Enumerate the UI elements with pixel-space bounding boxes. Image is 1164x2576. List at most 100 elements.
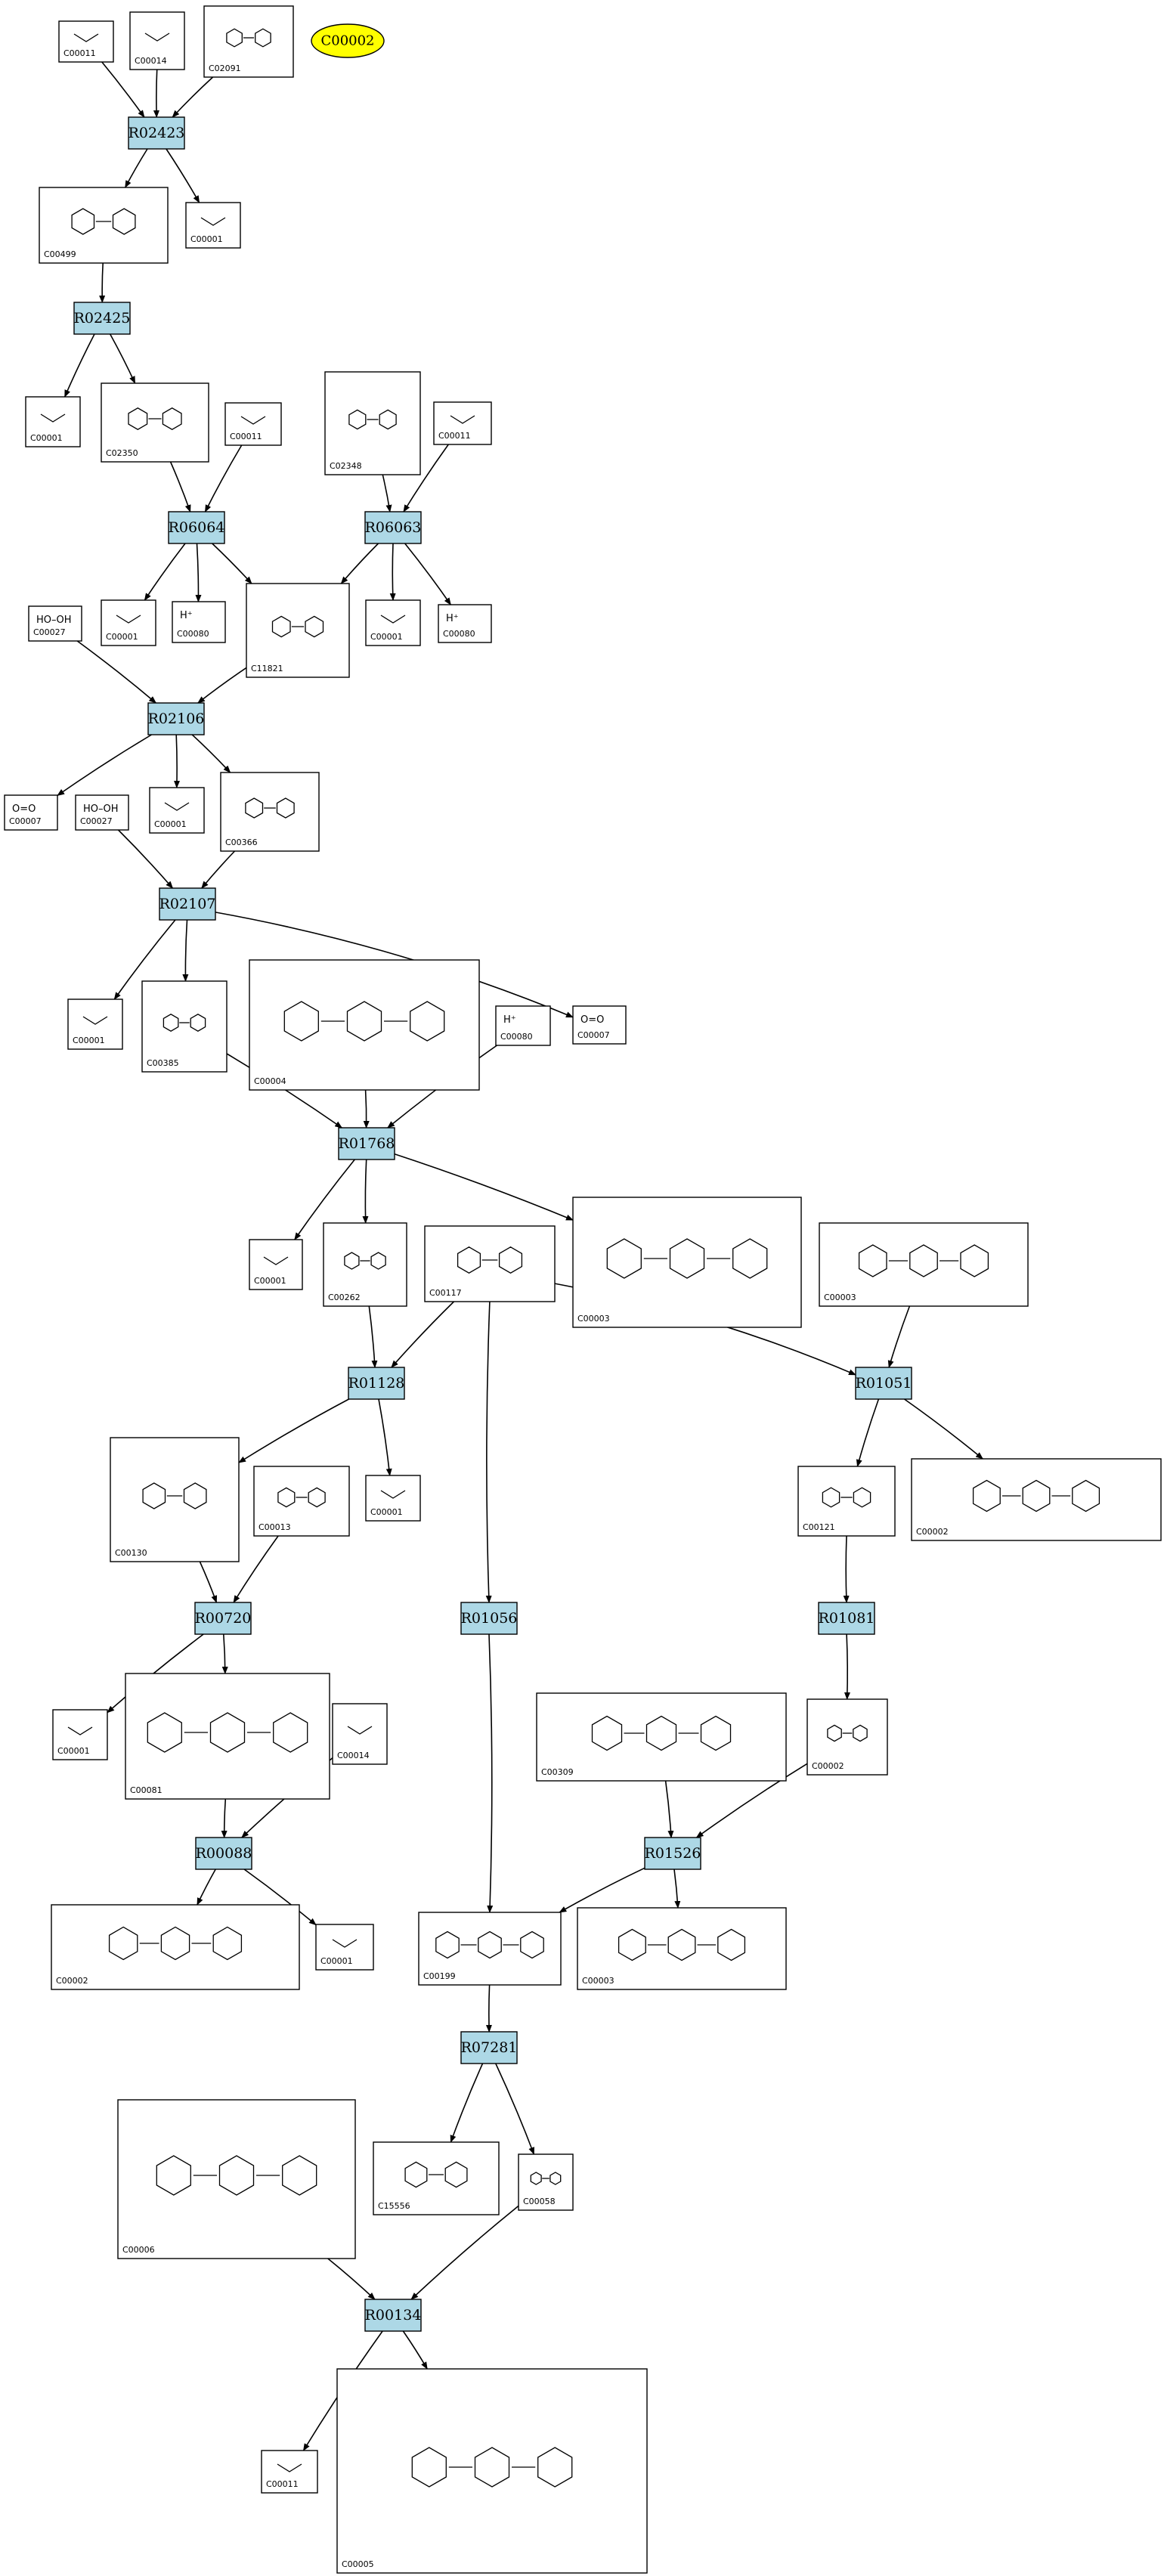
ring-glyph	[457, 1246, 481, 1274]
compound-node[interactable]: C00001	[365, 1475, 421, 1522]
ring-glyph	[645, 1715, 677, 1751]
compound-node[interactable]: C00002	[806, 1698, 888, 1776]
reaction-node[interactable]: R01128	[348, 1367, 405, 1400]
reaction-node[interactable]: R00134	[364, 2299, 422, 2332]
compound-id: C00011	[230, 432, 262, 441]
compound-box	[495, 1005, 551, 1046]
compound-node[interactable]: C00001	[185, 202, 241, 249]
compound-node[interactable]: C00003	[572, 1197, 802, 1328]
compound-id: C02350	[106, 448, 138, 458]
compound-node[interactable]: C00011	[261, 2450, 318, 2494]
compound-node[interactable]: C00014	[129, 11, 185, 70]
compound-node[interactable]: C00001	[101, 599, 156, 646]
compound-formula: HO–OH	[83, 803, 119, 815]
compound-box	[125, 1673, 330, 1800]
compound-node[interactable]: C00309	[536, 1692, 787, 1782]
compound-node[interactable]: C00081	[125, 1673, 330, 1800]
reaction-node[interactable]: R02106	[147, 702, 205, 735]
compound-node[interactable]: C00006	[117, 2099, 356, 2259]
compound-node[interactable]: C00001	[249, 1239, 303, 1290]
compound-node[interactable]: H⁺C00080	[495, 1005, 551, 1046]
compound-node[interactable]: C00011	[58, 20, 114, 63]
compound-node[interactable]: C00001	[315, 1924, 374, 1971]
edge-arrow	[391, 1301, 455, 1368]
edge-arrow	[389, 543, 396, 601]
compound-box	[806, 1698, 888, 1776]
reaction-id: R00134	[365, 2307, 422, 2324]
ring-glyph	[112, 208, 136, 235]
compound-node[interactable]: C00005	[336, 2368, 648, 2574]
reaction-node[interactable]: R00088	[195, 1837, 252, 1870]
compound-node[interactable]: C00262	[323, 1222, 407, 1307]
ring-glyph	[71, 208, 95, 235]
ring-glyph	[344, 1252, 360, 1270]
compound-node[interactable]: C15556	[373, 2141, 500, 2215]
reaction-node[interactable]: R01056	[460, 1602, 518, 1635]
reaction-node[interactable]: R01051	[855, 1367, 912, 1400]
compound-node[interactable]: C02350	[101, 382, 209, 463]
ring-glyph	[305, 615, 324, 638]
edge-arrow	[57, 734, 152, 797]
compound-box	[28, 605, 82, 642]
compound-node[interactable]: C00001	[365, 599, 421, 646]
seed-compound[interactable]: C00002	[311, 23, 385, 58]
reaction-node[interactable]: R02423	[128, 116, 185, 150]
reaction-id: R01051	[856, 1375, 912, 1392]
reaction-node[interactable]: R06063	[364, 511, 422, 544]
compound-node[interactable]: C00001	[52, 1709, 108, 1760]
reaction-id: R01768	[339, 1135, 395, 1152]
compound-node[interactable]: C00011	[433, 401, 492, 445]
reaction-node[interactable]: R06064	[168, 511, 225, 544]
reaction-node[interactable]: R01768	[338, 1127, 395, 1160]
compound-node[interactable]: C00001	[149, 787, 205, 834]
compound-node[interactable]: C00014	[332, 1703, 388, 1765]
compound-node[interactable]: C00117	[424, 1225, 556, 1302]
compound-box	[572, 1005, 627, 1045]
compound-node[interactable]: H⁺C00080	[172, 601, 226, 643]
edge-arrow	[403, 444, 449, 512]
reaction-node[interactable]: R07281	[460, 2031, 518, 2064]
compound-node[interactable]: C00002	[911, 1458, 1162, 1541]
reaction-node[interactable]: R02425	[73, 302, 131, 335]
reaction-node[interactable]: R02107	[159, 887, 216, 921]
compound-node[interactable]: C00499	[39, 187, 169, 264]
compound-node[interactable]: C00130	[110, 1437, 240, 1562]
edge-arrow	[201, 850, 236, 889]
compound-id: C02091	[209, 63, 241, 73]
compound-node[interactable]: C02348	[324, 371, 421, 475]
reaction-node[interactable]: R00720	[194, 1602, 252, 1635]
compound-node[interactable]: C00003	[577, 1907, 787, 1990]
compound-node[interactable]: C00011	[224, 402, 282, 446]
compound-node[interactable]: C00058	[518, 2153, 574, 2211]
compound-node[interactable]: C00001	[67, 999, 123, 1050]
compound-node[interactable]: C00002	[51, 1904, 300, 1990]
reaction-id: R01128	[348, 1375, 405, 1392]
compound-node[interactable]: C00121	[797, 1466, 896, 1537]
ring-glyph	[667, 1928, 696, 1961]
compound-node[interactable]: C00366	[220, 772, 320, 852]
compound-id: C00004	[254, 1076, 286, 1086]
compound-node[interactable]: C00199	[418, 1912, 562, 1986]
edge-arrow	[197, 667, 247, 704]
compound-node[interactable]: C00013	[253, 1466, 350, 1537]
compound-node[interactable]: C00385	[141, 980, 228, 1073]
compound-id: C00080	[443, 629, 475, 639]
reaction-node[interactable]: R01526	[644, 1837, 701, 1870]
compound-id: C00121	[803, 1522, 835, 1532]
compound-node[interactable]: C02091	[203, 5, 294, 78]
compound-node[interactable]: H⁺C00080	[438, 604, 492, 643]
ring-glyph	[209, 1712, 246, 1753]
reaction-node[interactable]: R01081	[818, 1602, 875, 1635]
edge-arrow	[113, 919, 176, 1000]
compound-node[interactable]: C11821	[246, 583, 350, 678]
edge-arrow	[382, 474, 392, 512]
compound-node[interactable]: C00004	[249, 959, 480, 1091]
ring-glyph	[498, 1246, 523, 1274]
compound-node[interactable]: C00003	[819, 1222, 1029, 1307]
seed-node: C00002	[311, 23, 385, 58]
compound-node[interactable]: C00001	[25, 396, 81, 447]
